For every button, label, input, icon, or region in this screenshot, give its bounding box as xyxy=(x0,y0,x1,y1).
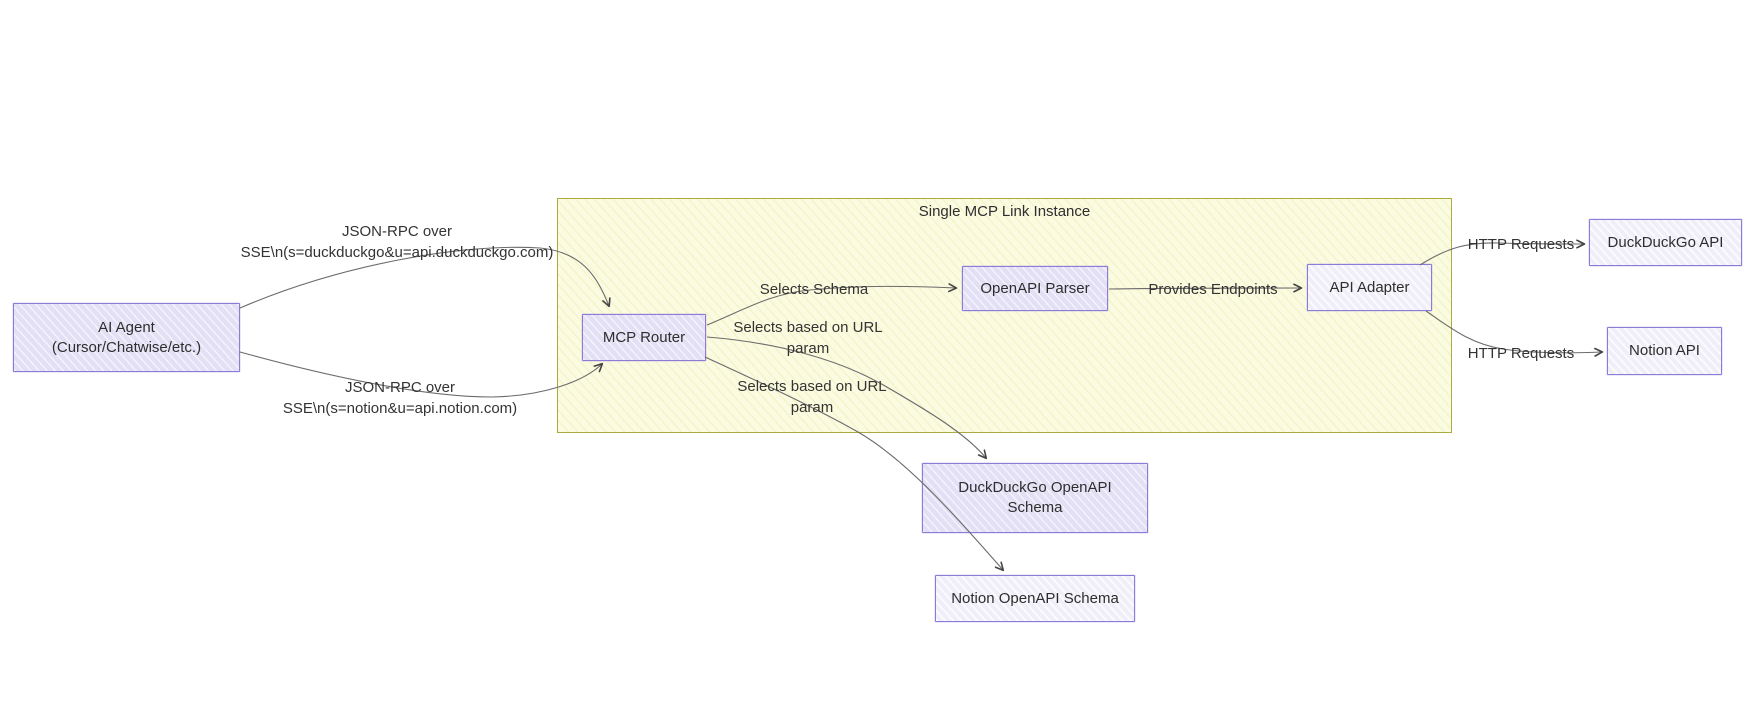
node-api-adapter: API Adapter xyxy=(1307,264,1432,311)
node-notion-openapi-schema-label: Notion OpenAPI Schema xyxy=(951,589,1119,607)
edge-label-line: JSON-RPC over xyxy=(344,379,456,396)
edge-label-json-rpc-notion: JSON-RPC over SSE\n(s=notion&u=api.notio… xyxy=(283,378,517,419)
node-duckduckgo-openapi-schema: DuckDuckGo OpenAPI Schema xyxy=(922,463,1148,533)
node-ai-agent-label-line2: (Cursor/Chatwise/etc.) xyxy=(51,338,202,356)
node-duckduckgo-openapi-schema-label-line2: Schema xyxy=(1007,499,1063,516)
edge-label-line: Provides Endpoints xyxy=(1148,281,1278,298)
node-ai-agent-label-line1: AI Agent xyxy=(98,318,155,336)
edge-label-http-requests-duckduckgo: HTTP Requests xyxy=(1468,235,1574,256)
edge-label-line: Selects based on URL xyxy=(733,319,883,336)
edge-label-line: SSE\n(s=notion&u=api.notion.com) xyxy=(282,399,518,417)
edge-label-selects-url-param-duckduckgo: Selects based on URL param xyxy=(733,318,882,359)
edge-label-http-requests-notion: HTTP Requests xyxy=(1468,344,1574,365)
edge-label-line: HTTP Requests xyxy=(1467,345,1575,362)
edge-label-selects-url-param-notion: Selects based on URL param xyxy=(737,377,886,418)
node-duckduckgo-api-label: DuckDuckGo API xyxy=(1607,233,1724,251)
node-api-adapter-label: API Adapter xyxy=(1329,278,1410,296)
node-duckduckgo-openapi-schema-label-line1: DuckDuckGo OpenAPI xyxy=(958,479,1112,496)
edge-label-line: Selects Schema xyxy=(759,281,869,298)
edge-label-selects-schema: Selects Schema xyxy=(760,280,868,301)
node-duckduckgo-api: DuckDuckGo API xyxy=(1589,219,1742,266)
edge-label-line: HTTP Requests xyxy=(1467,236,1575,253)
edge-label-line: Selects based on URL xyxy=(737,378,887,395)
node-ai-agent: AI Agent (Cursor/Chatwise/etc.) xyxy=(13,303,240,372)
edge-label-line: JSON-RPC over xyxy=(341,223,453,240)
node-mcp-router-label: MCP Router xyxy=(602,328,686,346)
edge-label-line: param xyxy=(790,398,834,416)
edge-label-provides-endpoints: Provides Endpoints xyxy=(1148,280,1277,301)
edge-label-line: SSE\n(s=duckduckgo&u=api.duckduckgo.com) xyxy=(240,243,554,261)
node-notion-openapi-schema: Notion OpenAPI Schema xyxy=(935,575,1135,622)
node-openapi-parser: OpenAPI Parser xyxy=(962,266,1108,311)
node-openapi-parser-label: OpenAPI Parser xyxy=(980,279,1090,297)
node-notion-api: Notion API xyxy=(1607,327,1722,375)
cluster-title: Single MCP Link Instance xyxy=(918,203,1091,220)
node-notion-api-label: Notion API xyxy=(1629,342,1700,359)
edge-label-line: param xyxy=(786,339,830,357)
edge-label-json-rpc-duckduckgo: JSON-RPC over SSE\n(s=duckduckgo&u=api.d… xyxy=(241,222,554,263)
node-mcp-router: MCP Router xyxy=(582,314,706,361)
